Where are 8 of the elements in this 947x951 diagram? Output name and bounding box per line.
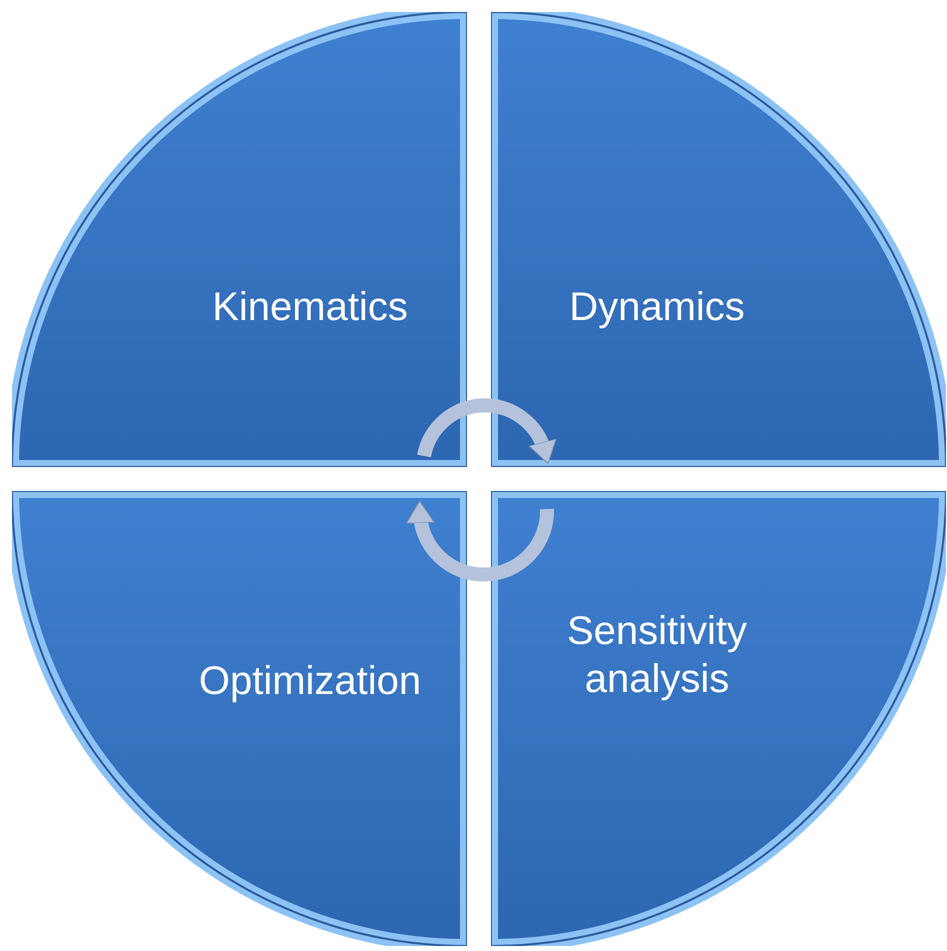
quadrant-label: Sensitivity analysis xyxy=(566,608,748,703)
quadrant-label: Optimization xyxy=(198,658,422,705)
quadrant-segment xyxy=(491,12,946,467)
quadrant-segment xyxy=(12,12,467,467)
quadrant-label: Dynamics xyxy=(568,284,746,331)
quadrant-segment xyxy=(491,491,946,946)
quadrant-label: Kinematics xyxy=(211,284,409,331)
quadrant-segment xyxy=(12,491,467,946)
